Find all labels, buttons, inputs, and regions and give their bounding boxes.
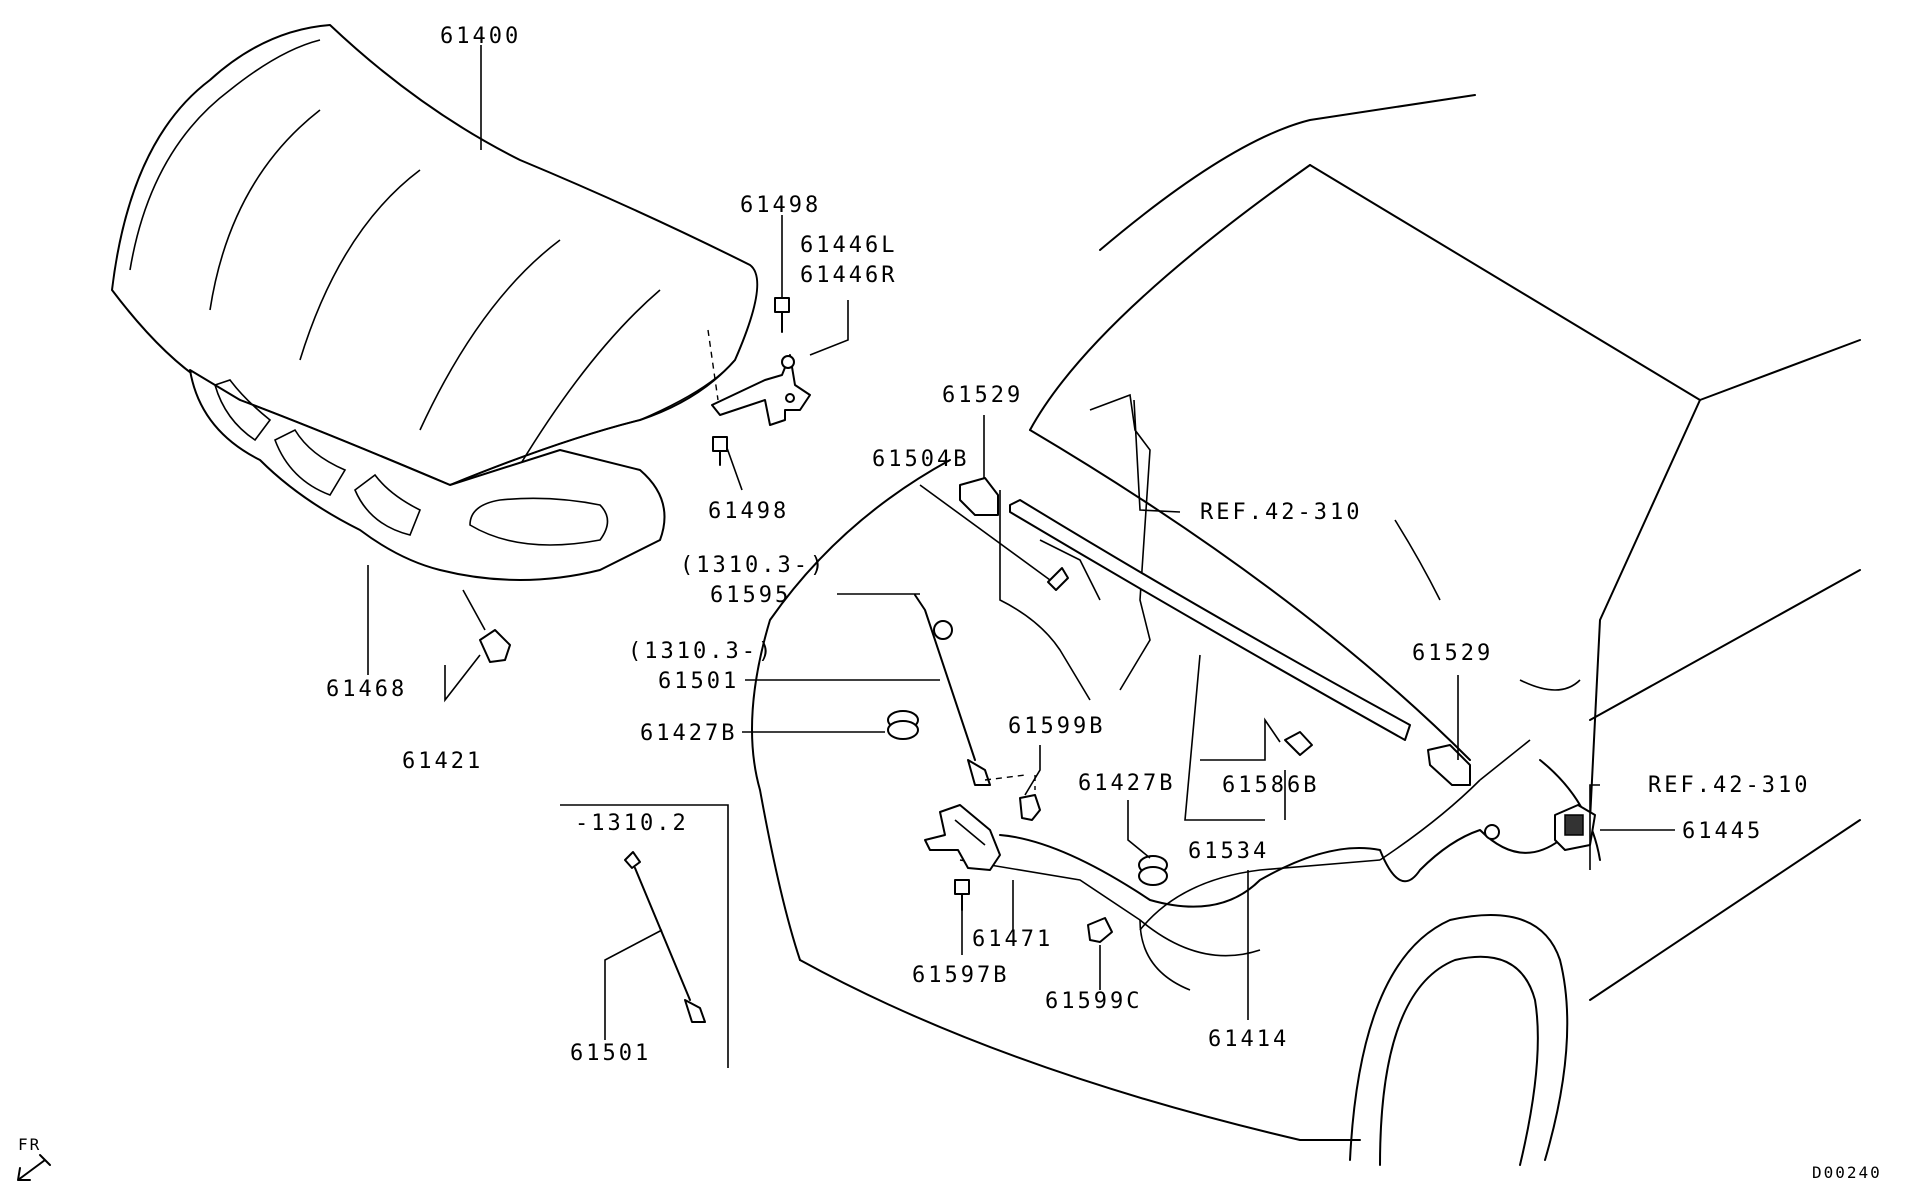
old-stay-rod	[624, 851, 706, 1023]
hood-latch	[924, 774, 1036, 871]
callout-61597b: 61597B	[912, 963, 1009, 988]
front-arrow-icon	[17, 1154, 51, 1181]
diagram-code: D00240	[1812, 1163, 1882, 1182]
callout-61468: 61468	[326, 677, 407, 702]
callout-61400: 61400	[440, 24, 521, 49]
callout-61421: 61421	[402, 749, 483, 774]
callout-61599c: 61599C	[1045, 989, 1142, 1014]
seal-61504b	[1047, 567, 1069, 591]
hood-weatherstrip	[1009, 499, 1411, 741]
hinge-bolt-top	[774, 297, 790, 333]
callout-61595: 61595	[710, 583, 791, 608]
latch-bolt	[954, 879, 970, 911]
callout-61427b-right: 61427B	[1078, 771, 1175, 796]
release-cable	[999, 824, 1561, 908]
hood-bumper-right	[1427, 744, 1471, 786]
plug-61427b-right	[1138, 855, 1168, 886]
callout-61446l: 61446L	[800, 233, 897, 258]
callout-61446r: 61446R	[800, 263, 897, 288]
callout-61586b: 61586B	[1222, 773, 1319, 798]
insulator-clip	[479, 629, 511, 663]
hinge-bolt-bottom	[712, 436, 728, 466]
callout-61498-bottom: 61498	[708, 499, 789, 524]
callout-61414: 61414	[1208, 1027, 1289, 1052]
leader-lines	[367, 45, 1675, 1068]
note-1310-2: -1310.2	[575, 811, 689, 836]
callout-61504b: 61504B	[872, 447, 969, 472]
plug-61427b-left	[887, 710, 919, 740]
callout-61529-left: 61529	[942, 383, 1023, 408]
front-direction-indicator: FR	[17, 1135, 51, 1181]
hood-insulator	[189, 369, 666, 581]
hood-hinge	[707, 329, 811, 426]
callout-61498-top: 61498	[740, 193, 821, 218]
clip-61599b	[1019, 794, 1041, 821]
note-1310-3-upper: (1310.3-)	[680, 553, 826, 578]
vehicle-body-outline	[751, 94, 1861, 1166]
callout-61529-right: 61529	[1412, 641, 1493, 666]
fr-label: FR	[18, 1135, 41, 1154]
callout-61445: 61445	[1682, 819, 1763, 844]
callout-labels: 61400 61498 61446L 61446R 61498 61468 61…	[326, 24, 1810, 1066]
callout-61534: 61534	[1188, 839, 1269, 864]
callout-61471: 61471	[972, 927, 1053, 952]
callout-61599b: 61599B	[1008, 714, 1105, 739]
callout-ref-42-310-lower: REF.42-310	[1648, 773, 1810, 798]
grommet-61595	[933, 620, 953, 640]
release-handle	[1554, 804, 1596, 851]
hood-stay-rod	[914, 594, 991, 786]
callout-61427b-left: 61427B	[640, 721, 737, 746]
callout-61501-lower: 61501	[570, 1041, 651, 1066]
hood-bumper-left	[959, 477, 999, 516]
note-1310-3-lower: (1310.3-)	[628, 639, 774, 664]
clip-61599c	[1087, 917, 1113, 943]
callout-61501-upper: 61501	[658, 669, 739, 694]
callout-ref-42-310-upper: REF.42-310	[1200, 500, 1362, 525]
clip-61586b	[1284, 731, 1313, 756]
